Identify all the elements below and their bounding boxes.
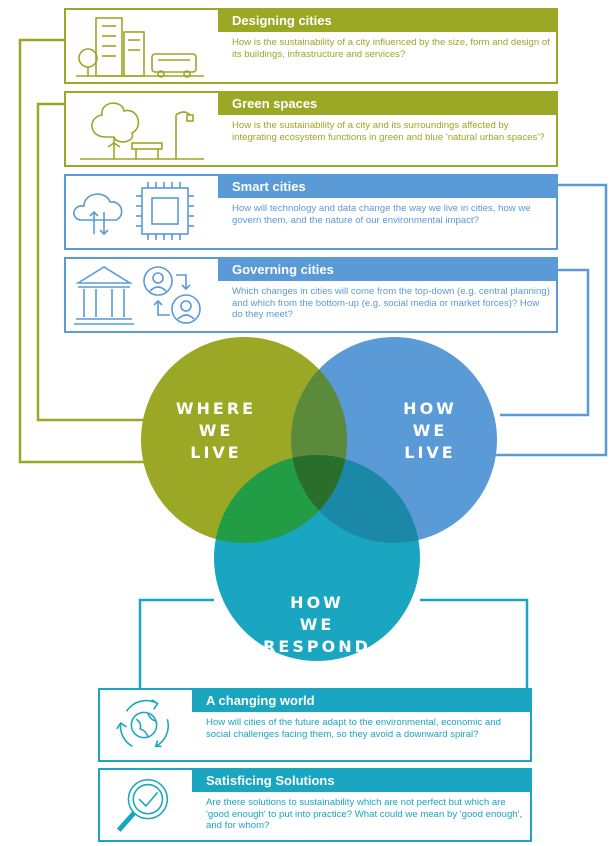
card-governing-cities: Governing cities Which changes in cities… [64,257,558,333]
connector-satisficing-solutions [420,598,529,688]
card-designing-cities: Designing cities How is the sustainabili… [64,8,558,84]
tree-bench-icon [66,93,214,165]
connector-designing-cities [18,38,165,464]
card-satisficing-solutions: Satisficing Solutions Are there solution… [98,768,532,842]
venn-label-respond-3: RESPOND [263,637,371,656]
card-body: How is the sustainability of a city and … [232,120,545,143]
card-body: How is the sustainability of a city infl… [232,37,550,60]
venn-label-respond-1: HOW [290,593,344,612]
venn-label-where-3: LIVE [190,443,241,462]
card-body: Are there solutions to sustainability wh… [206,797,523,831]
card-body: How will cities of the future adapt to t… [206,717,501,740]
card-title: Governing cities [218,259,556,281]
venn-label-howlive-1: HOW [403,399,457,418]
card-body: How will technology and data change the … [232,203,531,226]
card-title: Smart cities [218,176,556,198]
card-title: Satisficing Solutions [192,770,530,792]
buildings-bus-icon [66,10,214,82]
card-a-changing-world: A changing world How will cities of the … [98,688,532,762]
card-smart-cities: Smart cities How will technology and dat… [64,174,558,250]
venn-overlap-right [291,455,420,543]
venn-label-respond-2: WE [300,615,335,634]
venn-label-where-2: WE [199,421,234,440]
card-body: Which changes in cities will come from t… [232,286,550,320]
connector-smart-cities [490,183,608,457]
card-title: Designing cities [218,10,556,32]
connector-governing-cities [500,268,590,417]
venn-label-howlive-3: LIVE [404,443,455,462]
recycle-globe-icon [100,690,188,760]
venn-label-howlive-2: WE [413,421,448,440]
cloud-chip-icon [66,176,214,248]
government-people-icon [66,259,214,331]
card-green-spaces: Green spaces How is the sustainability o… [64,91,558,167]
card-title: A changing world [192,690,530,712]
card-title: Green spaces [218,93,556,115]
venn-overlap-left [214,455,347,543]
connector-green-spaces [36,102,160,422]
magnifier-check-icon [100,770,188,840]
connector-a-changing-world [138,598,214,688]
venn-label-where-1: WHERE [176,399,256,418]
